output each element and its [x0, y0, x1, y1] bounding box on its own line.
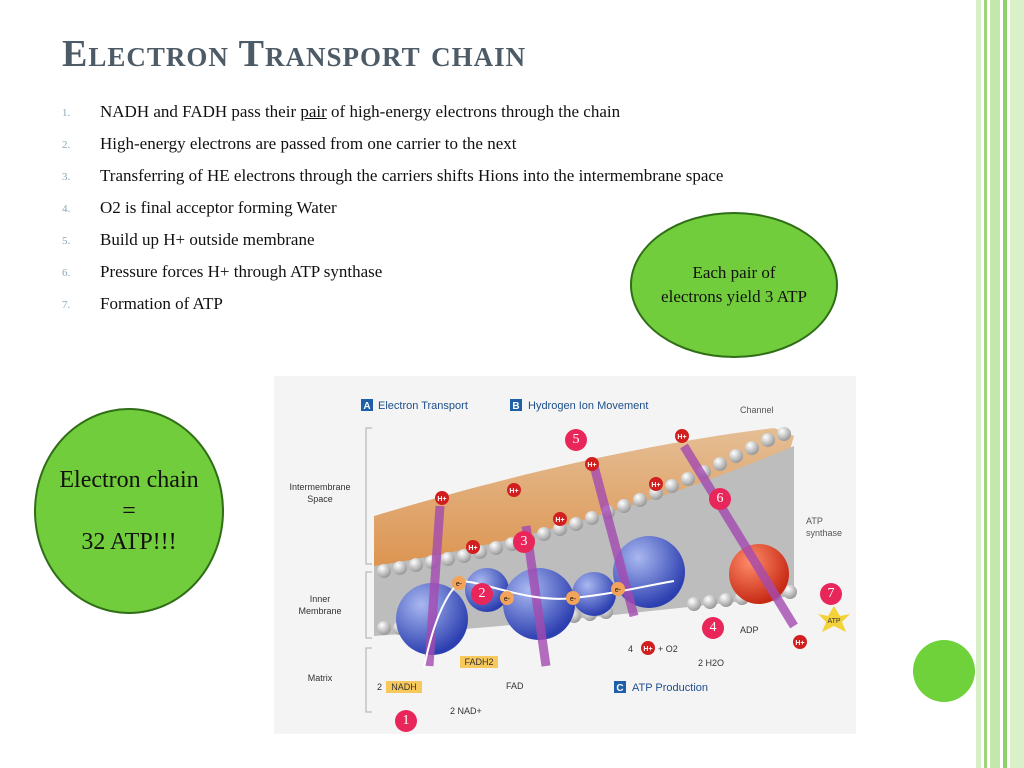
step-badge-2: 2	[471, 583, 493, 605]
list-text: NADH and FADH pass their	[100, 102, 301, 121]
label-intermembrane: Intermembrane	[289, 482, 350, 492]
svg-text:A: A	[363, 401, 370, 412]
label-o2: + O2	[658, 644, 678, 654]
list-text: O2 is final acceptor forming Water	[100, 198, 337, 217]
svg-text:synthase: synthase	[806, 528, 842, 538]
svg-text:e-: e-	[504, 596, 511, 603]
svg-text:2: 2	[377, 682, 382, 692]
label-nadh: NADH	[391, 682, 417, 692]
list-number: 6.	[62, 267, 71, 279]
list-item: 3. Transferring of HE electrons through t…	[62, 164, 822, 188]
step-badge-7: 7	[820, 583, 842, 605]
step-badge-5: 5	[565, 429, 587, 451]
svg-text:H+: H+	[468, 545, 477, 552]
step-badge-1: 1	[395, 710, 417, 732]
svg-text:H+: H+	[651, 482, 660, 489]
slide-title: Electron Transport chain	[62, 33, 527, 75]
label-atp-synthase: ATP	[806, 516, 823, 526]
label-matrix: Matrix	[308, 673, 333, 683]
list-number: 4.	[62, 203, 71, 215]
svg-text:C: C	[616, 683, 623, 694]
list-text: High-energy electrons are passed from on…	[100, 134, 517, 153]
list-number: 7.	[62, 299, 71, 311]
list-number: 5.	[62, 235, 71, 247]
step-badge-3: 3	[513, 531, 535, 553]
svg-text:H+: H+	[437, 496, 446, 503]
label-fad: FAD	[506, 681, 524, 691]
step-badge-6: 6	[709, 488, 731, 510]
intermembrane-space-region	[374, 428, 794, 576]
svg-text:e-: e-	[456, 581, 463, 588]
label-electron-transport: Electron Transport	[378, 400, 468, 412]
list-number: 2.	[62, 139, 71, 151]
label-channel: Channel	[740, 405, 774, 415]
svg-text:H+: H+	[795, 640, 804, 647]
label-atp: ATP	[827, 618, 840, 625]
list-number: 1.	[62, 107, 71, 119]
atp-yield-callout: Each pair of electrons yield 3 ATP	[630, 212, 838, 358]
step-badge-4: 4	[702, 617, 724, 639]
list-item: 7. Formation of ATP	[62, 292, 822, 316]
label-adp: ADP	[740, 625, 759, 635]
label-nad: 2 NAD+	[450, 706, 482, 716]
label-fadh2: FADH2	[464, 657, 493, 667]
callout-line: 32 ATP!!!	[81, 528, 177, 555]
electron-chain-callout: Electron chain = 32 ATP!!!	[34, 408, 224, 614]
list-text: Build up H+ outside membrane	[100, 230, 315, 249]
list-text: Transferring of HE electrons through the…	[100, 166, 724, 185]
list-text-underlined: pair	[300, 102, 327, 121]
svg-text:H+: H+	[555, 517, 564, 524]
list-item: 5. Build up H+ outside membrane	[62, 228, 822, 252]
electrons: e- e- e- e-	[452, 576, 625, 605]
svg-text:e-: e-	[570, 596, 577, 603]
callout-text: Each pair of electrons yield 3 ATP	[661, 263, 807, 306]
list-number: 3.	[62, 171, 71, 183]
svg-text:e-: e-	[615, 587, 622, 594]
decorative-stripes	[976, 0, 1024, 768]
callout-text: Electron chain = 32 ATP!!!	[59, 465, 198, 558]
decorative-circle	[913, 640, 975, 702]
hydrogen-ions: H+ H+ H+ H+ H+ H+ H+ H+ H+	[435, 429, 807, 655]
list-text: Pressure forces H+ through ATP synthase	[100, 262, 383, 281]
list-item: 1. NADH and FADH pass their pair of high-…	[62, 100, 822, 124]
svg-text:B: B	[512, 401, 519, 412]
svg-text:Membrane: Membrane	[298, 606, 341, 616]
list-item: 6. Pressure forces H+ through ATP synthas…	[62, 260, 822, 284]
label-atp-production: ATP Production	[632, 682, 708, 694]
list-item: 2. High-energy electrons are passed from …	[62, 132, 822, 156]
svg-text:H+: H+	[509, 488, 518, 495]
list-text: Formation of ATP	[100, 294, 223, 313]
list-text: of high-energy electrons through the cha…	[326, 102, 621, 121]
electron-transport-diagram: H+ H+ H+ H+ H+ H+ H+ H+ H+ e- e- e- e- A…	[274, 376, 856, 734]
protein-complex-4	[572, 572, 616, 616]
callout-line: =	[122, 497, 136, 524]
svg-text:H+: H+	[587, 462, 596, 469]
label-hydrogen-ion-movement: Hydrogen Ion Movement	[528, 400, 648, 412]
svg-text:Space: Space	[307, 494, 333, 504]
callout-line: Electron chain	[59, 466, 199, 493]
label-water: 2 H2O	[698, 658, 724, 668]
svg-text:H+: H+	[677, 434, 686, 441]
step-list: 1. NADH and FADH pass their pair of high-…	[62, 100, 822, 324]
svg-text:4: 4	[628, 644, 633, 654]
svg-text:H+: H+	[643, 646, 652, 653]
label-inner-membrane: Inner	[310, 594, 331, 604]
list-item: 4. O2 is final acceptor forming Water	[62, 196, 822, 220]
